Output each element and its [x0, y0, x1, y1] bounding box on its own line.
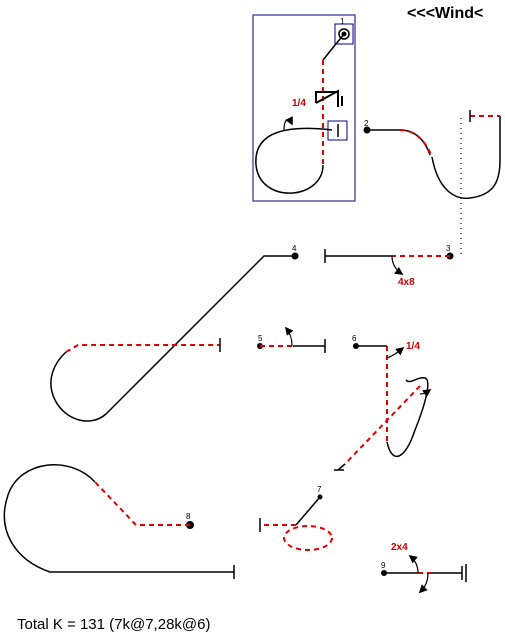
- figure-4-dashed: [65, 344, 220, 353]
- figure-1-end-box: [327, 120, 348, 141]
- figure-7-number: 7: [317, 485, 322, 494]
- figure-1: 1 1/4: [252, 14, 356, 202]
- figure-1-roll-arrow: [283, 116, 293, 131]
- figure-2-line: [367, 129, 431, 156]
- figure-1-loop: [255, 127, 333, 194]
- figure-1-number: 1: [340, 17, 345, 26]
- figure-3-number: 3: [446, 244, 451, 253]
- figure-6-roll-arrow-right: [419, 389, 432, 398]
- figure-2-dashed: [399, 129, 433, 158]
- figure-6-roll-label: 1/4: [406, 341, 420, 352]
- figure-3: 3 4x8: [324, 244, 454, 288]
- figure-3-roll-label: 4x8: [398, 277, 415, 288]
- figure-2-number: 2: [364, 119, 369, 128]
- total-k-label: Total K = 131 (7k@7,28k@6): [17, 616, 210, 633]
- figure-3-roll-arrow: [391, 255, 404, 275]
- figure-9-number: 9: [381, 561, 386, 570]
- figure-9-roll-arrow-down: [418, 572, 429, 594]
- figure-1-snap-symbol: [315, 89, 343, 107]
- figure-4-number: 4: [292, 244, 297, 253]
- figure-6: 6 1/4: [334, 334, 432, 471]
- figure-2-curve: [431, 116, 501, 199]
- figure-7-line: [295, 496, 321, 526]
- figure-6-dashed-diag: [344, 385, 421, 465]
- figure-6-end-line: [337, 463, 346, 471]
- figure-8-number: 8: [186, 512, 191, 521]
- figure-1-start-box: [334, 23, 354, 45]
- figure-1-start-marker: [338, 28, 350, 40]
- figure-4-line: [50, 255, 295, 422]
- figure-7: 7: [259, 485, 333, 551]
- figure-9-roll-label: 2x4: [391, 542, 408, 553]
- figure-5: 5: [257, 326, 326, 353]
- figure-1-entry-line: [322, 33, 345, 61]
- figure-8-dashed: [94, 481, 190, 526]
- figure-7-dashed-ellipse: [283, 525, 333, 551]
- figure-1-roll-label: 1/4: [292, 98, 306, 109]
- figure-8: 8: [3, 464, 235, 579]
- figure-9: 9 2x4: [381, 542, 467, 594]
- figure-5-number: 5: [258, 334, 263, 343]
- figure-9-roll-arrow-up: [408, 554, 419, 574]
- wind-label: <<<Wind<: [407, 5, 483, 22]
- figure-6-roll-arrow-top: [386, 346, 405, 359]
- figure-1-frame: [252, 14, 356, 202]
- figure-2: 2: [363, 110, 501, 256]
- figure-4: 4: [50, 244, 299, 422]
- figure-5-roll-arrow: [284, 326, 294, 347]
- figure-6-loop: [386, 376, 429, 458]
- figure-8-loop: [3, 464, 234, 573]
- figure-6-number: 6: [352, 334, 357, 343]
